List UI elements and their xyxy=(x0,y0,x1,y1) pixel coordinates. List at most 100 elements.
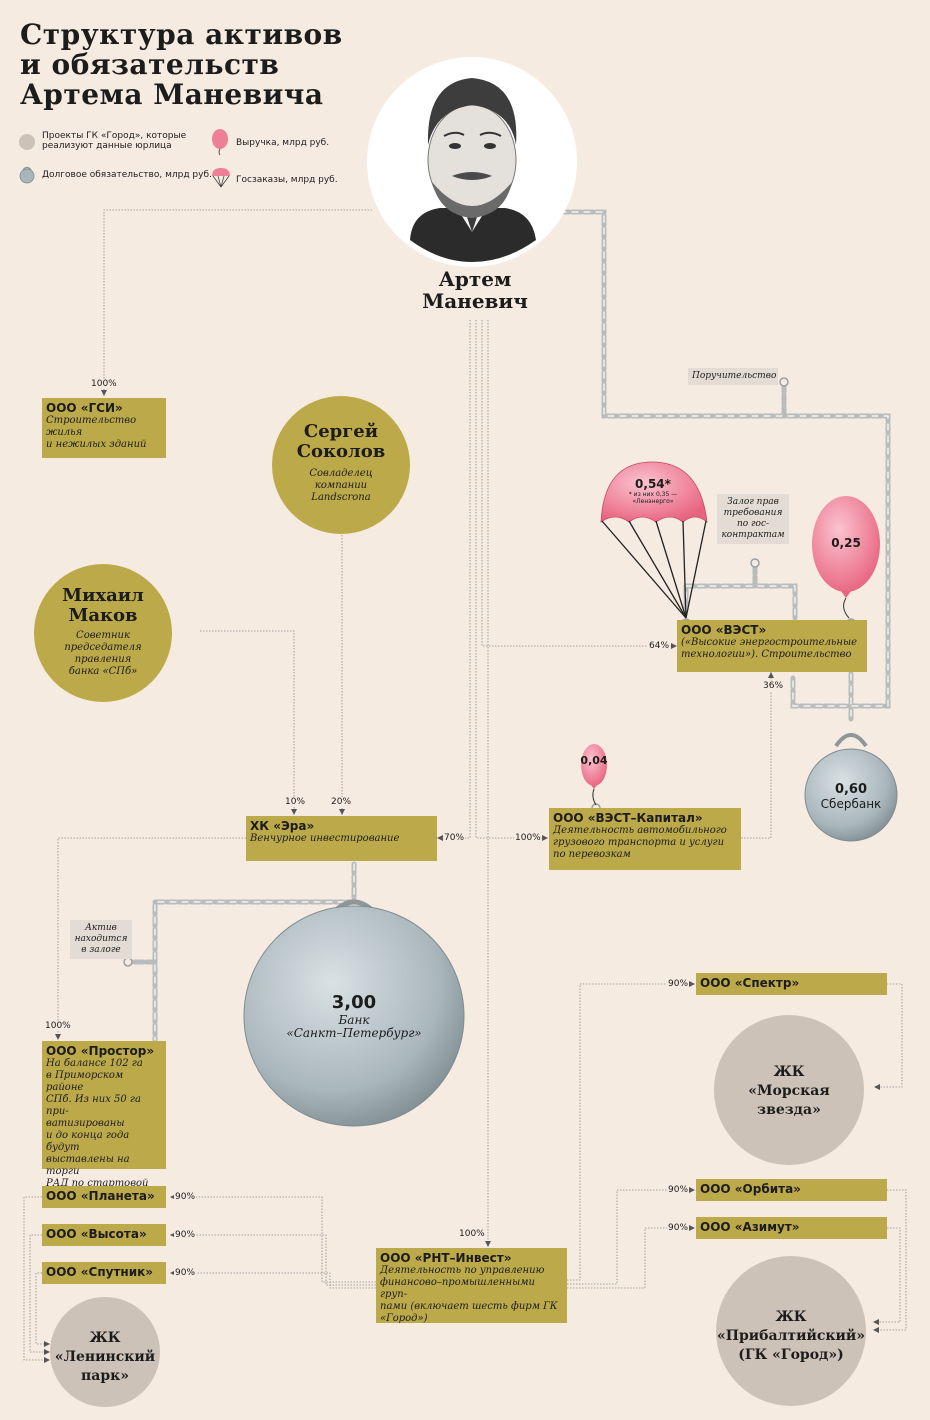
project-leninsky-park: ЖК «Ленинский парк» xyxy=(50,1297,160,1407)
company-spektr: ООО «Спектр» xyxy=(696,973,887,995)
company-vysota: ООО «Высота» xyxy=(42,1224,166,1246)
company-sputnik: ООО «Спутник» xyxy=(42,1262,166,1284)
debt-creditor: Сбербанк xyxy=(820,797,882,811)
share-label: 70% xyxy=(443,833,466,843)
company-name: ООО «Спутник» xyxy=(46,1265,154,1279)
weight-icon xyxy=(243,899,465,1127)
parachute-icon xyxy=(600,461,708,619)
share-label: 90% xyxy=(667,1185,690,1195)
company-desc: Деятельность автомобильного грузового тр… xyxy=(553,825,727,860)
share-label: 20% xyxy=(330,797,353,807)
link-vysota-leninsky xyxy=(29,1234,50,1353)
project-name: ЖК «Прибалтийский» (ГК «Город») xyxy=(716,1309,866,1363)
gov-orders-value: 0,54* xyxy=(635,477,671,491)
debt-sberbank: 0,60 Сбербанк xyxy=(806,782,896,811)
link-rnt-sputnik xyxy=(170,1272,376,1289)
company-name: ООО «РНТ–Инвест» xyxy=(380,1251,512,1265)
gov-orders-vest: 0,54* * из них 0,35 — «Ленэнерго» xyxy=(610,477,696,505)
link-rnt-orbita xyxy=(567,1189,695,1285)
revenue-value: 0,04 xyxy=(580,754,608,767)
company-name: ООО «Спектр» xyxy=(700,976,800,990)
note-pledge-rights: Залог прав требования по гос- контрактам xyxy=(717,494,789,544)
link-orbita-pribalt xyxy=(873,1189,907,1331)
company-name: ООО «ВЭСТ» xyxy=(681,623,767,637)
debt-value: 0,60 xyxy=(834,782,868,797)
page-title: Структура активов и обязательств Артема … xyxy=(20,18,343,111)
share-label: 100% xyxy=(44,1021,72,1031)
legend-revenue: Выручка, млрд руб. xyxy=(236,138,330,148)
project-name: ЖК «Морская звезда» xyxy=(748,1064,830,1118)
share-label: 100% xyxy=(458,1229,486,1239)
link-manevich-era xyxy=(437,320,471,839)
person-role: Советник председателя правления банка «С… xyxy=(64,630,142,677)
legend-debt: Долговое обязательство, млрд руб. xyxy=(42,170,212,180)
company-name: ООО «ВЭСТ–Капитал» xyxy=(553,811,703,825)
project-morskaya-zvezda: ЖК «Морская звезда» xyxy=(714,1015,864,1165)
company-orbita: ООО «Орбита» xyxy=(696,1179,887,1201)
portrait-image xyxy=(367,57,577,267)
parachute-icon xyxy=(212,168,230,188)
company-rnt-invest: ООО «РНТ–Инвест» Деятельность по управле… xyxy=(376,1248,567,1324)
share-label: 90% xyxy=(174,1268,197,1278)
link-manevich-vest xyxy=(481,320,677,647)
link-rnt-azimut xyxy=(567,1227,695,1289)
main-person-name: Артем Маневич xyxy=(422,267,528,313)
company-name: ООО «Азимут» xyxy=(700,1220,800,1234)
chain-pledge xyxy=(683,583,798,621)
balloon-icon xyxy=(212,129,228,155)
debt-value: 3,00 xyxy=(331,992,377,1013)
company-name: ООО «Орбита» xyxy=(700,1182,801,1196)
project-pribaltiysky: ЖК «Прибалтийский» (ГК «Город») xyxy=(716,1256,866,1406)
company-desc: На балансе 102 га в Приморском районе СП… xyxy=(46,1058,152,1201)
share-label: 10% xyxy=(284,797,307,807)
company-prostor: ООО «Простор» На балансе 102 га в Примор… xyxy=(42,1041,166,1201)
debt-bank-spb: 3,00 Банк «Санкт–Петербург» xyxy=(264,992,444,1040)
link-makov-era xyxy=(200,630,295,815)
link-rnt-vysota xyxy=(170,1234,376,1286)
company-desc: Венчурное инвестирование xyxy=(250,833,400,844)
gov-orders-footnote: * из них 0,35 — «Ленэнерго» xyxy=(628,491,678,505)
link-rnt-spektr xyxy=(567,983,695,1281)
weight-icon xyxy=(19,166,35,184)
person-sokolov: Сергей Соколов Совладелец компании Lands… xyxy=(272,396,410,534)
share-label: 100% xyxy=(514,833,542,843)
project-name: ЖК «Ленинский парк» xyxy=(54,1330,156,1384)
legend-gov-orders: Госзаказы, млрд руб. xyxy=(236,175,338,185)
balloon-icon xyxy=(581,744,607,806)
person-name: Михаил Маков xyxy=(62,585,144,626)
share-label: 100% xyxy=(90,379,118,389)
company-desc: Строительство жилья и нежилых зданий xyxy=(46,415,147,450)
debt-creditor: Банк «Санкт–Петербург» xyxy=(286,1013,422,1040)
share-label: 90% xyxy=(667,1223,690,1233)
revenue-value: 0,25 xyxy=(831,536,861,550)
share-label: 64% xyxy=(648,641,671,651)
share-label: 90% xyxy=(174,1230,197,1240)
company-desc: Деятельность по управлению финансово–про… xyxy=(380,1265,558,1324)
person-role: Совладелец компании Landscrona xyxy=(309,468,373,503)
legend-projects: Проекты ГК «Город», которые реализуют да… xyxy=(42,131,187,151)
note-guarantee: Поручительство xyxy=(688,368,778,385)
company-azimut: ООО «Азимут» xyxy=(696,1217,887,1239)
link-manevich-vestcap xyxy=(475,320,548,839)
person-name: Сергей Соколов xyxy=(296,421,386,462)
link-planeta-leninsky xyxy=(23,1196,50,1361)
company-desc: («Высокие энергостроительные технологии»… xyxy=(681,637,858,660)
company-name: ООО «Простор» xyxy=(46,1044,155,1058)
weight-icon xyxy=(804,733,898,842)
person-makov: Михаил Маков Советник председателя правл… xyxy=(34,564,172,702)
company-era: ХК «Эра» Венчурное инвестирование xyxy=(246,816,437,861)
link-vestcap-vest xyxy=(741,672,772,839)
share-label: 36% xyxy=(762,681,785,691)
revenue-vest-capital: 0,04 xyxy=(570,755,618,767)
company-vest: ООО «ВЭСТ» («Высокие энергостроительные … xyxy=(677,620,867,672)
company-vest-capital: ООО «ВЭСТ–Капитал» Деятельность автомоби… xyxy=(549,808,741,870)
grey-dot-icon xyxy=(19,134,35,150)
link-azimut-pribalt xyxy=(873,1227,901,1323)
company-gsi: ООО «ГСИ» Строительство жилья и нежилых … xyxy=(42,398,166,458)
balloon-icon xyxy=(812,496,880,619)
note-asset-pledged: Актив находится в залоге xyxy=(70,920,132,959)
revenue-vest: 0,25 xyxy=(816,536,876,550)
link-sputnik-leninsky xyxy=(35,1272,50,1345)
share-label: 90% xyxy=(667,979,690,989)
